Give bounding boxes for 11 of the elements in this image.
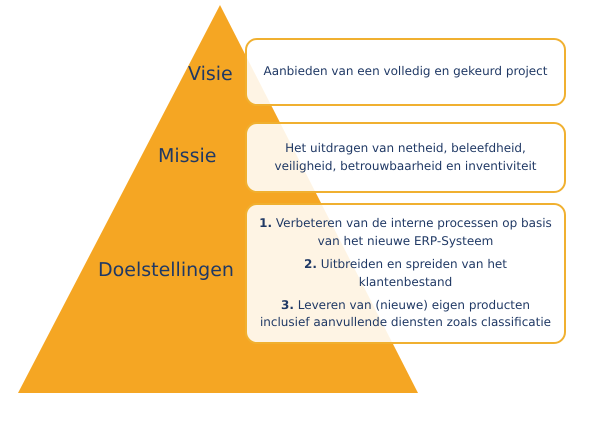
text-card	[245, 122, 566, 193]
description-text: Aanbieden van een volledig en gekeurd project	[264, 63, 548, 80]
text-card	[245, 203, 566, 344]
description-text: 2. Uitbreiden en spreiden van het klantenbestand	[302, 256, 508, 290]
tier-label: Missie	[158, 145, 216, 167]
text-card	[245, 38, 566, 106]
description-text: 3. Leveren van (nieuwe) eigen producten inclusief aanvullende diensten zoals classificatie	[258, 296, 552, 332]
tier-label: Doelstellingen	[98, 259, 234, 281]
tier-label: Visie	[188, 63, 233, 85]
description-text: Het uitdragen van netheid, beleefdheid, veiligheid, betrouwbaarheid en inventiviteit	[273, 140, 538, 174]
description-text: 1. Verbeteren van de interne processen op basis van het nieuwe ERP-Systeem	[258, 215, 553, 250]
